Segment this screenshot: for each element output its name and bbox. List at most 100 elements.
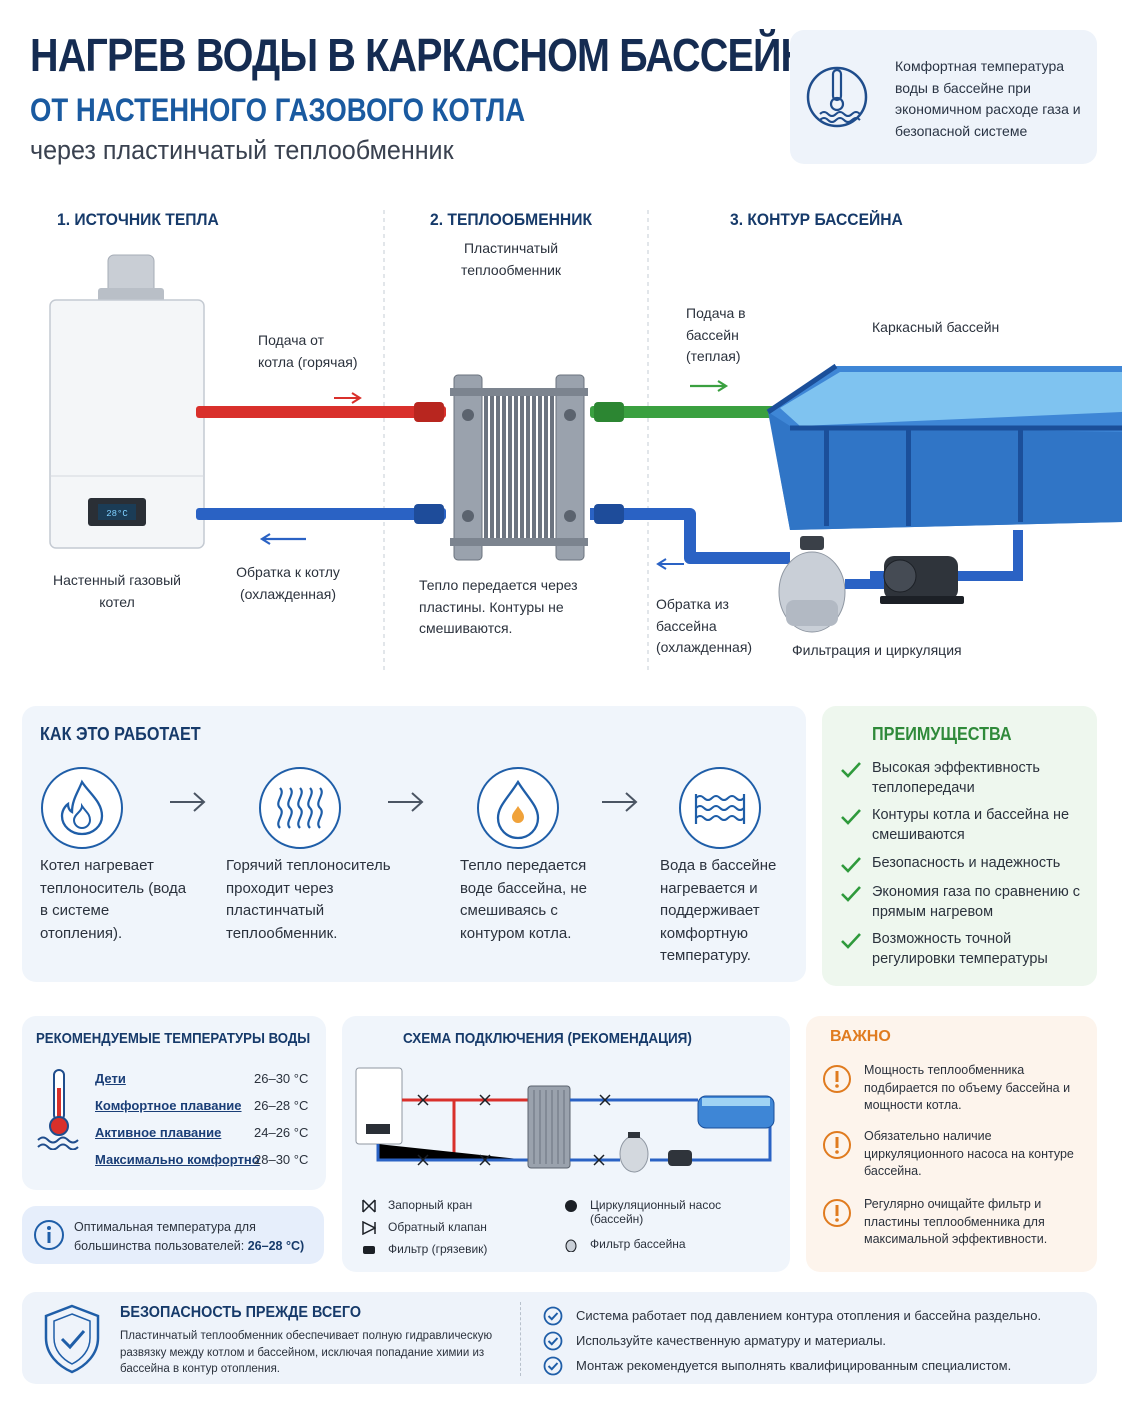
how-step-4: Вода в бассейне нагревается и поддержива…	[660, 857, 777, 964]
warning-icon	[823, 1199, 851, 1227]
thermometer-water-icon	[806, 66, 868, 128]
hx-plate	[550, 390, 554, 546]
safety-divider	[520, 1302, 521, 1376]
boiler-caption: Настенный газовый котел	[53, 572, 181, 610]
check-icon	[841, 762, 861, 778]
return-to-boiler-label: Обратка к котлу (охлажденная)	[236, 564, 340, 602]
step-2-heading: 2. ТЕПЛООБМЕННИК	[430, 210, 593, 229]
temp-row-name[interactable]: Дети	[95, 1071, 126, 1086]
flame-icon	[41, 767, 123, 849]
advantage-item: Экономия газа по сравнению с прямым нагр…	[872, 884, 1080, 920]
safety-panel	[22, 1292, 1097, 1384]
temp-row-name[interactable]: Максимально комфортно	[95, 1152, 260, 1167]
hx-plate	[484, 390, 488, 546]
important-item: Мощность теплообменника подбирается по о…	[864, 1063, 1071, 1112]
advantage-item: Возможность точной регулировки температу…	[872, 931, 1048, 967]
hx-caption: Пластинчатый теплообменник	[460, 240, 562, 278]
pool-water-icon	[679, 767, 761, 849]
heating-diagram: 28°C	[49, 210, 1122, 670]
safety-check-item: Монтаж рекомендуется выполнять квалифици…	[576, 1358, 1012, 1373]
supply-to-pool-label: Подача в бассейн (теплая)	[686, 305, 746, 364]
intro-text: Комфортная температура воды в бассейне п…	[895, 58, 1081, 139]
temp-row-value: 26–28 °C	[254, 1098, 309, 1113]
hx-plate	[520, 390, 524, 546]
page-title: НАГРЕВ ВОДЫ В КАРКАСНОМ БАССЕЙНЕ	[30, 29, 835, 81]
how-title: КАК ЭТО РАБОТАЕТ	[40, 724, 201, 744]
check-icon	[841, 809, 861, 825]
temp-row-value: 24–26 °C	[254, 1125, 309, 1140]
safety-check-item: Используйте качественную арматуру и мате…	[576, 1333, 887, 1348]
check-circle-icon	[543, 1306, 563, 1326]
important-panel	[806, 1016, 1097, 1272]
hx-plate	[544, 390, 548, 546]
temps-title: РЕКОМЕНДУЕМЫЕ ТЕМПЕРАТУРЫ ВОДЫ	[36, 1030, 311, 1047]
valve-icon	[362, 1199, 376, 1213]
hx-plate	[514, 390, 518, 546]
warning-icon	[823, 1065, 851, 1093]
legend-label: Фильтр (грязевик)	[388, 1242, 488, 1256]
hx-note: Тепло передается через пластины. Контуры…	[419, 577, 578, 636]
advantages-title: ПРЕИМУЩЕСТВА	[872, 724, 1012, 744]
step-3-heading: 3. КОНТУР БАССЕЙНА	[730, 210, 903, 229]
safety-title: БЕЗОПАСНОСТЬ ПРЕЖДЕ ВСЕГО	[120, 1304, 362, 1321]
filter-caption: Фильтрация и циркуляция	[792, 642, 962, 658]
hx-plate	[532, 390, 536, 546]
advantages-panel	[822, 706, 1097, 986]
strainer-icon	[363, 1246, 375, 1254]
warning-icon	[823, 1131, 851, 1159]
important-item: Регулярно очищайте фильтр и пластины теп…	[864, 1197, 1048, 1246]
heat-exchanger-icon	[259, 767, 341, 849]
check-icon	[841, 886, 861, 902]
temps-note: Оптимальная температура для большинства …	[74, 1220, 305, 1253]
return-from-pool-label: Обратка из бассейна (охлажденная)	[656, 596, 753, 655]
temp-row-value: 28–30 °C	[254, 1152, 309, 1167]
how-step-1: Котел нагревает теплоноситель (вода в си…	[40, 857, 187, 942]
advantage-item: Безопасность и надежность	[872, 855, 1061, 871]
hx-plate	[526, 390, 530, 546]
legend-label: Фильтр бассейна	[590, 1237, 686, 1251]
check-valve-icon	[362, 1221, 376, 1235]
hx-plate	[508, 390, 512, 546]
check-circle-icon	[543, 1356, 563, 1376]
legend-label: Обратный клапан	[388, 1220, 487, 1234]
how-step-2: Горячий теплоноситель проходит через пла…	[226, 857, 391, 942]
arrow-right-icon	[602, 792, 638, 812]
temp-row-name[interactable]: Комфортное плавание	[95, 1098, 242, 1113]
how-it-works-panel	[22, 706, 806, 982]
boiler	[49, 299, 205, 549]
important-title: ВАЖНО	[830, 1028, 891, 1045]
pool-caption: Каркасный бассейн	[872, 319, 1000, 335]
temps-note-card	[22, 1206, 324, 1264]
scheme-diagram	[355, 1067, 775, 1173]
temps-panel	[22, 1016, 326, 1190]
how-step-3: Тепло передается воде бассейна, не смеши…	[460, 857, 587, 942]
info-icon	[34, 1220, 64, 1250]
supply-from-boiler-label: Подача от котла (горячая)	[258, 332, 358, 370]
arrow-right-icon	[388, 792, 424, 812]
arrow-right-icon	[170, 792, 206, 812]
hx-plate	[538, 390, 542, 546]
temp-row-value: 26–30 °C	[254, 1071, 309, 1086]
pump-icon	[565, 1200, 577, 1212]
safety-check-item: Система работает под давлением контура о…	[576, 1308, 1042, 1323]
hx-plate	[502, 390, 506, 546]
important-item: Обязательно наличие циркуляционного насо…	[864, 1129, 1074, 1178]
thermometer-icon	[37, 1069, 79, 1150]
temp-row-name[interactable]: Активное плавание	[95, 1125, 222, 1140]
check-circle-icon	[543, 1331, 563, 1351]
legend-label: Циркуляционный насос (бассейн)	[590, 1198, 722, 1226]
shield-check-icon	[44, 1304, 100, 1374]
advantage-item: Контуры котла и бассейна не смешиваются	[872, 807, 1070, 843]
check-icon	[841, 933, 861, 949]
page-subtitle: ОТ НАСТЕННОГО ГАЗОВОГО КОТЛА	[30, 92, 526, 128]
hx-plate	[496, 390, 500, 546]
safety-text: Пластинчатый теплообменник обеспечивает …	[120, 1330, 493, 1375]
page-subtitle-2: через пластинчатый теплообменник	[30, 135, 454, 165]
water-drop-icon	[477, 767, 559, 849]
advantage-item: Высокая эффективность теплопередачи	[872, 760, 1040, 796]
pool-filter-icon	[565, 1239, 577, 1252]
scheme-title: СХЕМА ПОДКЛЮЧЕНИЯ (РЕКОМЕНДАЦИЯ)	[403, 1030, 692, 1047]
check-icon	[841, 857, 861, 873]
boiler-display: 28°C	[106, 509, 128, 519]
step-1-heading: 1. ИСТОЧНИК ТЕПЛА	[57, 210, 219, 229]
